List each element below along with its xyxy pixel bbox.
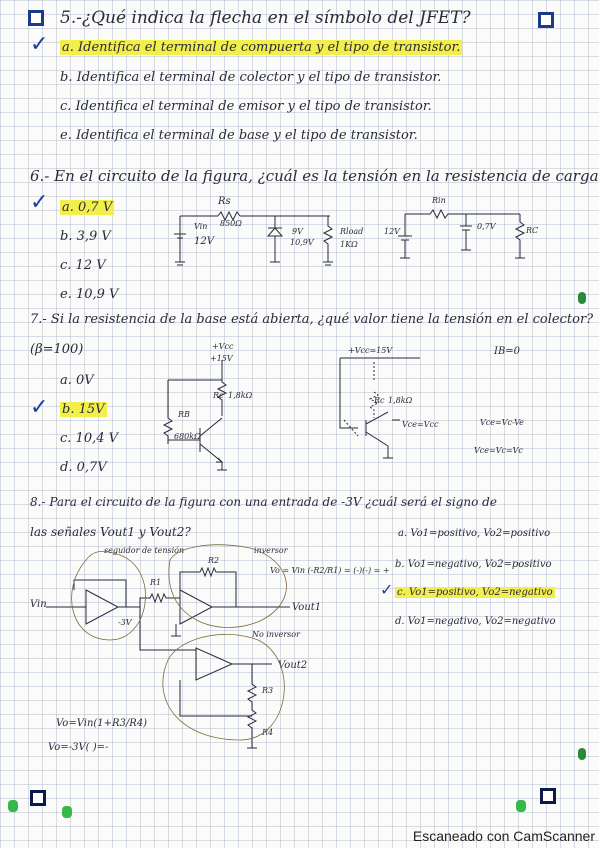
q7-rc-value: 1,8kΩ: [228, 391, 253, 400]
q7-rc2-value: 1,8kΩ: [388, 396, 413, 405]
green-tab: [578, 292, 586, 304]
q8-eq-noinv-1: Vo=Vin(1+R3/R4): [56, 718, 148, 729]
q8-title: 8.- Para el circuito de la figura con un…: [30, 495, 497, 509]
q6-option-b: b. 3,9 V: [60, 229, 111, 244]
q7-rb-value: 680kΩ: [174, 432, 201, 441]
q5-title: 5.-¿Qué indica la flecha en el símbolo d…: [60, 8, 471, 28]
q8-eq-noinv-2: Vo=-3V( )=-: [48, 742, 109, 753]
q8-vout1-label: Vout1: [292, 602, 322, 613]
q6-v07-label: 0,7V: [477, 222, 496, 231]
q7-eq2: Vce=Vc=Vc: [474, 446, 523, 455]
corner-marker-bottom-left: [30, 790, 46, 806]
scanner-footer: Escaneado con CamScanner: [412, 828, 595, 844]
q6-option-e: e. 10,9 V: [60, 287, 119, 302]
q7-vce-label: Vce=Vcc: [402, 420, 439, 429]
corner-marker-top-right: [538, 12, 554, 28]
q8-title-2: las señales Vout1 y Vout2?: [30, 525, 191, 539]
q6-circuit-equivalent: [398, 208, 526, 259]
q7-circuit: [162, 360, 228, 471]
q8-r2-label: R2: [208, 556, 220, 565]
q8-option-b: b. Vo1=negativo, Vo2=positivo: [395, 559, 552, 570]
q7-circuit-open: [339, 357, 420, 459]
q5-option-a: a. Identifica el terminal de compuerta y…: [60, 40, 463, 55]
q6-title: 6.- En el circuito de la figura, ¿cuál e…: [30, 167, 599, 185]
green-tab: [516, 800, 526, 812]
q8-vin-label: Vin: [30, 599, 47, 610]
q7-option-c: c. 10,4 V: [60, 431, 119, 446]
q7-option-d: d. 0,7V: [60, 460, 107, 475]
q6-zener-label: 9V: [292, 227, 303, 236]
q7-vcc-label: +Vcc: [212, 342, 234, 351]
q8-r4-label: R4: [262, 728, 274, 737]
q7-option-a: a. 0V: [60, 373, 94, 388]
q6-vdc-label: 12V: [384, 227, 400, 236]
q8-r3-label: R3: [262, 686, 274, 695]
q7-eq1: Vce=Vc-Ve: [480, 418, 524, 427]
q7-rb-label: RB: [178, 410, 190, 419]
q8-vout2-label: Vout2: [278, 660, 308, 671]
q6-vin-label: Vin: [194, 222, 208, 231]
q7-option-b: b. 15V: [60, 402, 107, 417]
q6-rin-label: Rin: [432, 196, 446, 205]
green-tab: [62, 806, 72, 818]
q7-title: 7.- Si la resistencia de la base está ab…: [30, 312, 594, 327]
q8-inversor-label: inversor: [254, 546, 288, 555]
q6-vin-value: 12V: [194, 236, 214, 247]
corner-marker-bottom-right: [540, 788, 556, 804]
q7-rc2-label: Rc: [374, 396, 385, 405]
check-mark-icon: ✓: [30, 395, 49, 420]
green-tab: [8, 800, 18, 812]
q6-rload-label: Rload: [340, 227, 364, 236]
q8-eq-inv: Vo = Vin (-R2/R1) = (-)(-) = +: [270, 566, 390, 575]
q8-opamp-circuit: [46, 566, 290, 749]
q8-option-d: d. Vo1=negativo, Vo2=negativo: [395, 616, 556, 627]
q8-option-a: a. Vo1=positivo, Vo2=positivo: [398, 528, 551, 539]
q8-option-c: c. Vo1=positivo, Vo2=negativo: [395, 587, 555, 598]
q5-option-c: c. Identifica el terminal de emisor y el…: [60, 99, 432, 114]
check-mark-icon: ✓: [380, 580, 394, 599]
q6-rload-value: 1KΩ: [340, 240, 358, 249]
q6-rs-label: Rs: [218, 196, 231, 207]
green-tab: [578, 748, 586, 760]
q8-r1-label: R1: [150, 578, 162, 587]
q6-rc-label: RC: [526, 226, 539, 235]
q8-no-inversor-label: No inversor: [252, 630, 300, 639]
q7-vcc2-label: +Vcc=15V: [348, 346, 393, 355]
q7-vcc-value: +15V: [210, 354, 233, 363]
corner-marker-top-left: [28, 10, 44, 26]
q6-zener-value: 10,9V: [290, 238, 314, 247]
q6-option-c: c. 12 V: [60, 258, 106, 273]
q7-ib-label: IB=0: [494, 346, 521, 357]
check-mark-icon: ✓: [30, 32, 49, 57]
q5-option-b: b. Identifica el terminal de colector y …: [60, 70, 442, 85]
q6-option-a: a. 0,7 V: [60, 200, 115, 215]
q8-minus3v-label: -3V: [118, 618, 132, 627]
q7-beta: (β=100): [30, 342, 84, 357]
q6-rs-value: 850Ω: [220, 219, 242, 228]
q5-option-e: e. Identifica el terminal de base y el t…: [60, 128, 418, 143]
check-mark-icon: ✓: [30, 190, 49, 215]
q8-seguidor-label: seguidor de tensión: [104, 546, 185, 555]
q6-circuit-zener: [174, 210, 334, 266]
q7-rc-label: Rc: [213, 391, 224, 400]
